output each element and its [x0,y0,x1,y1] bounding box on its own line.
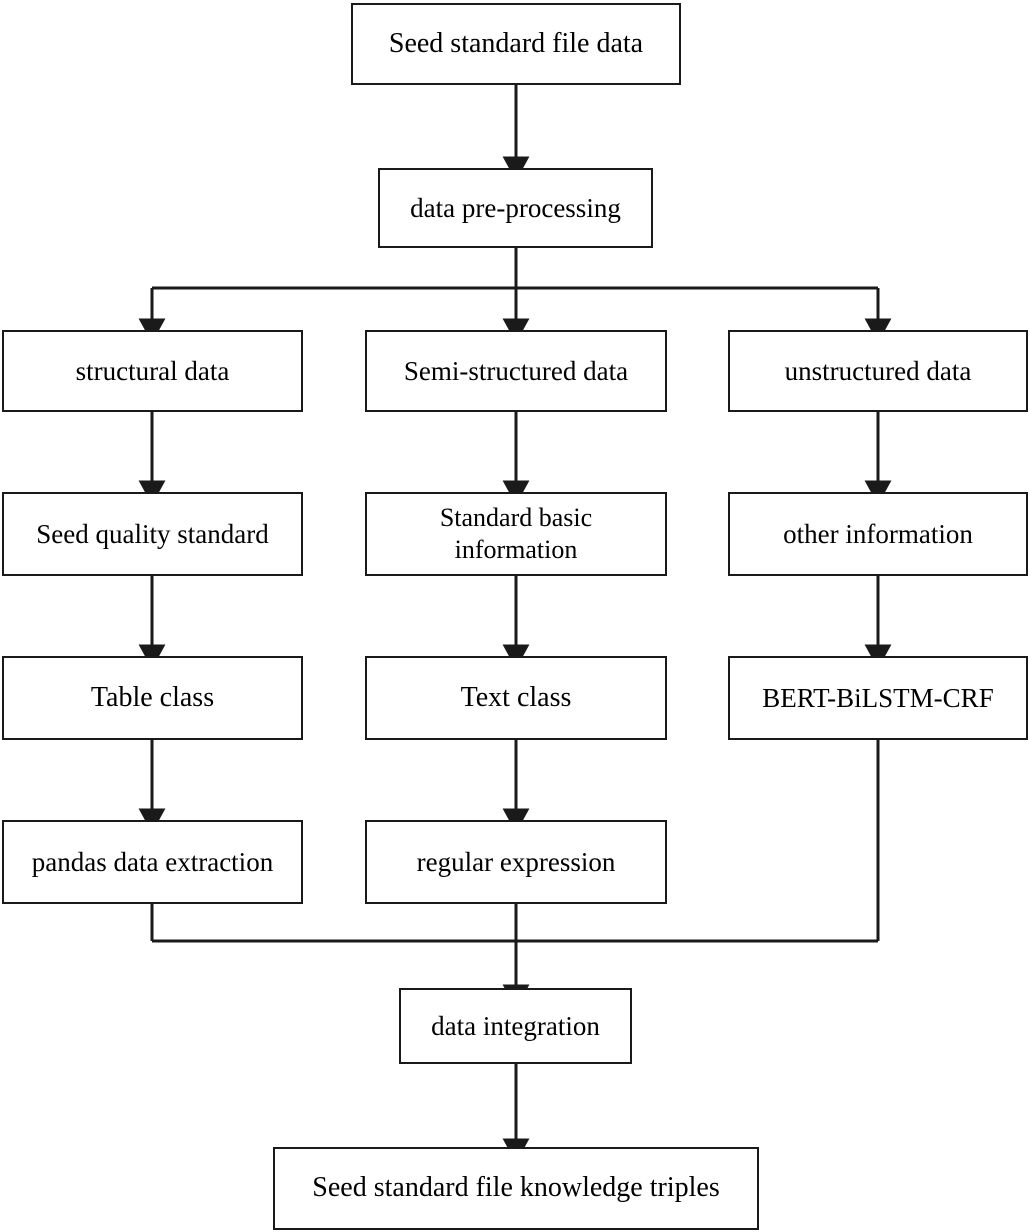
node-semi-structured-data[interactable]: Semi-structured data [365,330,667,412]
node-label: Table class [90,681,215,713]
node-data-pre-processing[interactable]: data pre-processing [378,168,653,248]
node-bert-bilstm-crf[interactable]: BERT-BiLSTM-CRF [728,656,1028,740]
node-seed-standard-file-knowledge-triples[interactable]: Seed standard file knowledge triples [273,1147,759,1230]
node-table-class[interactable]: Table class [2,656,303,740]
node-unstructured-data[interactable]: unstructured data [728,330,1028,412]
node-seed-standard-file-data[interactable]: Seed standard file data [351,3,681,85]
node-label: Seed standard file data [388,27,644,59]
node-label: data pre-processing [410,192,621,223]
node-pandas-data-extraction[interactable]: pandas data extraction [2,820,303,904]
node-label: Seed quality standard [36,518,269,549]
node-label: Semi-structured data [403,355,629,386]
node-standard-basic-information[interactable]: Standard basic information [365,492,667,576]
node-label: Text class [460,681,572,713]
node-regular-expression[interactable]: regular expression [365,820,667,904]
node-other-information[interactable]: other information [728,492,1028,576]
node-label: data integration [431,1010,600,1041]
node-structural-data[interactable]: structural data [2,330,303,412]
node-text-class[interactable]: Text class [365,656,667,740]
node-label: other information [783,518,973,549]
node-seed-quality-standard[interactable]: Seed quality standard [2,492,303,576]
node-label: Seed standard file knowledge triples [312,1172,720,1204]
node-label: unstructured data [784,355,972,386]
node-label: pandas data extraction [31,846,274,877]
node-label: structural data [75,355,230,386]
node-label: regular expression [416,846,616,877]
node-label: Standard basic information [439,503,593,564]
node-label: BERT-BiLSTM-CRF [762,682,994,713]
node-data-integration[interactable]: data integration [399,988,632,1064]
